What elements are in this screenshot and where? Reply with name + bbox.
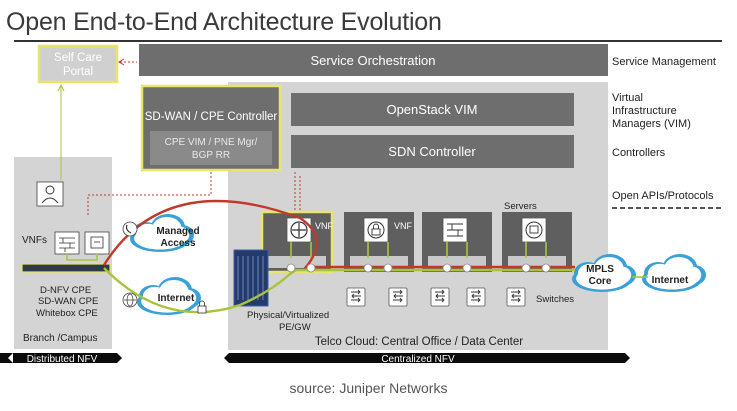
cpe-label-1: D-NFV CPE <box>40 285 91 296</box>
cpe-label-2: SD-WAN CPE <box>38 296 98 307</box>
cpe-vim-label-1: CPE VIM / PNE Mgr/ <box>165 137 258 148</box>
layer-label-open-apis: Open APIs/Protocols <box>612 190 714 202</box>
switch-icon-5 <box>506 287 526 307</box>
self-care-portal-label-2: Portal <box>63 66 93 78</box>
managed-access-label-2: Access <box>160 238 195 249</box>
layer-label-vim-2: Infrastructure <box>612 105 677 117</box>
vnf-label-1: VNF <box>315 221 334 231</box>
vnf-monitor-icon <box>521 217 547 243</box>
distributed-nfv-label: Distributed NFV <box>27 354 98 365</box>
internet-path <box>103 267 575 314</box>
vnf-firewall-icon <box>442 217 468 243</box>
pe-gw-chassis <box>233 249 269 307</box>
telco-cloud-label: Telco Cloud: Central Office / Data Cente… <box>315 336 523 348</box>
centralized-nfv-label: Centralized NFV <box>381 354 455 365</box>
branch-vnf-firewall-icon <box>54 231 80 255</box>
managed-access-label-1: Managed <box>156 226 199 237</box>
cpe-vim-box <box>150 131 272 165</box>
vnf-router-icon <box>286 217 312 243</box>
switch-icon-3 <box>430 287 450 307</box>
sdn-controller-box <box>291 135 574 168</box>
cpe-vim-label-2: BGP RR <box>192 150 230 161</box>
lock-icon-small <box>197 300 207 314</box>
layer-label-vim-3: Managers (VIM) <box>612 118 691 130</box>
title-underline <box>14 40 722 42</box>
switches-label: Switches <box>536 294 574 305</box>
sdwan-controller-label: SD-WAN / CPE Controller <box>145 111 278 123</box>
pe-gw-label-1: Physical/Virtualized <box>247 310 329 321</box>
vnfs-label: VNFs <box>22 235 47 246</box>
vnf-lock-icon <box>363 217 389 243</box>
sdn-controller-label: SDN Controller <box>388 144 476 159</box>
distributed-nfv-bar <box>0 353 122 363</box>
layer-label-vim-1: Virtual <box>612 92 643 104</box>
switch-icon-4 <box>466 287 486 307</box>
service-orchestration-box <box>139 44 608 76</box>
globe-icon <box>122 292 138 308</box>
cpe-device <box>21 263 111 273</box>
vnf-label-2: VNF <box>394 221 413 231</box>
phone-icon <box>122 221 138 237</box>
openstack-vim-label: OpenStack VIM <box>386 102 477 117</box>
service-orchestration-label: Service Orchestration <box>311 53 436 68</box>
self-care-portal-label-1: Self Care <box>54 52 102 64</box>
cpe-label-3: Whitebox CPE <box>36 308 98 319</box>
internet-right-label: Internet <box>652 275 689 286</box>
servers-label: Servers <box>504 201 537 212</box>
source-caption: source: Juniper Networks <box>289 380 448 396</box>
switch-icon-2 <box>388 287 408 307</box>
branch-name-label: Branch /Campus <box>23 333 97 344</box>
switch-icon-1 <box>346 287 366 307</box>
page-title: Open End-to-End Architecture Evolution <box>6 8 442 36</box>
mpls-core-label-2: Core <box>589 276 612 287</box>
openstack-vim-box <box>291 93 574 126</box>
layer-label-service-management: Service Management <box>612 56 716 68</box>
mpls-core-label-1: MPLS <box>586 264 614 275</box>
centralized-nfv-bar <box>224 353 630 363</box>
branch-vnf-router-icon <box>84 231 110 255</box>
pe-gw-label-2: PE/GW <box>279 322 311 333</box>
internet-left-label: Internet <box>158 293 195 304</box>
managed-access-path <box>102 199 575 269</box>
user-icon <box>36 181 64 207</box>
self-care-portal-box <box>37 44 119 84</box>
layer-label-controllers: Controllers <box>612 147 666 159</box>
